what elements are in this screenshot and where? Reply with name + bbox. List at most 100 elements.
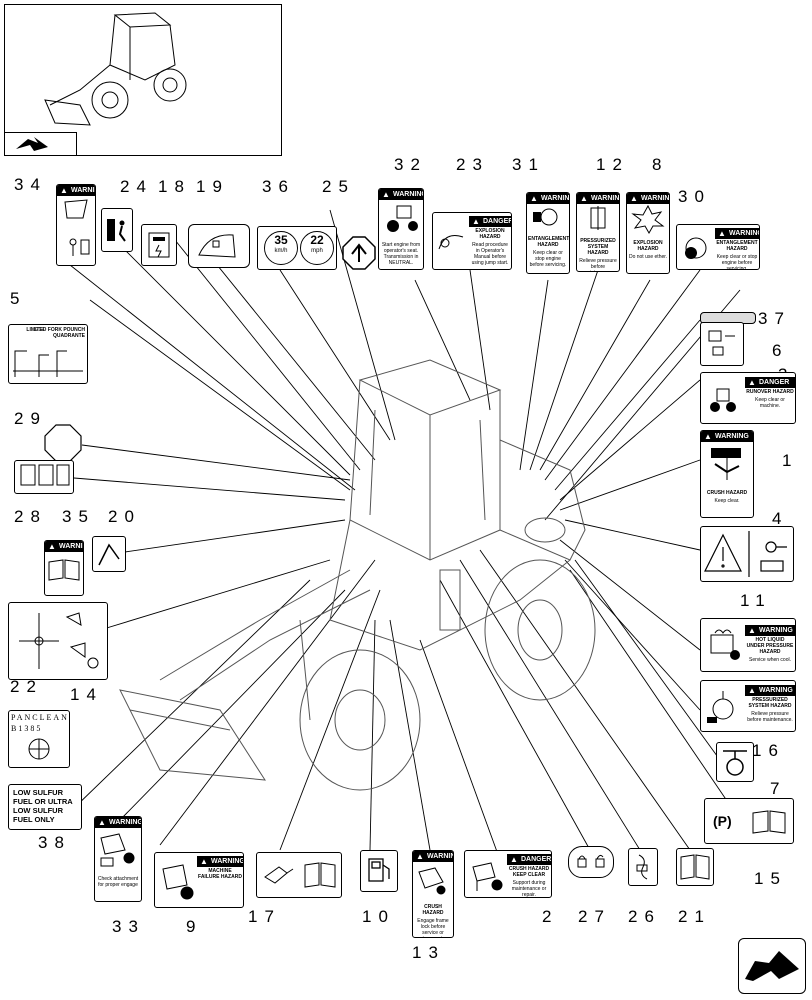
callout-19: 19 xyxy=(196,177,229,196)
decal-24 xyxy=(101,208,133,252)
decal-11-header: WARNING xyxy=(745,625,795,636)
decal-13-header: WARNING xyxy=(413,851,453,862)
decal-13-text: Engage frame lock before service or tran… xyxy=(417,918,449,937)
instruction-panel-icon xyxy=(20,464,70,486)
decal-8-hazard: EXPLOSION HAZARD xyxy=(633,240,663,252)
decal-20 xyxy=(92,536,126,572)
decal-34-header: WARNING xyxy=(57,185,95,196)
decal-32: WARNING Start engine from operator's sea… xyxy=(378,188,424,270)
decal-9: WARNING MACHINE FAILURE HAZARD xyxy=(154,852,244,908)
decal-33: WARNING Check attachment for proper enga… xyxy=(94,816,142,902)
callout-4: 4 xyxy=(772,509,789,528)
callout-12: 12 xyxy=(596,155,629,174)
decal-36: 35 km/h 22 mph xyxy=(257,226,337,270)
decal-8: WARNING EXPLOSION HAZARD Do not use ethe… xyxy=(626,192,670,274)
decal-3-text: Keep clear or machine. xyxy=(755,397,785,409)
emergency-exit-icon xyxy=(107,219,126,242)
callout-31: 31 xyxy=(512,155,545,174)
callout-33: 33 xyxy=(112,917,145,936)
decal-33-text: Check attachment for proper engage xyxy=(97,876,139,888)
decal-3-header: DANGER xyxy=(745,377,795,388)
callout-22: 22 xyxy=(10,677,43,696)
hose-connector-icon xyxy=(636,854,648,880)
book-icon xyxy=(680,854,710,880)
front-wheel xyxy=(299,649,421,791)
decal-1-hazard: CRUSH HAZARD xyxy=(706,490,748,496)
lift-arm xyxy=(159,569,351,681)
fan-clean-icon xyxy=(28,738,50,760)
attachment-engage-icon xyxy=(100,833,135,867)
callout-24: 24 xyxy=(120,177,153,196)
decal-32-header: WARNING xyxy=(379,189,423,200)
decal-23-header: DANGER xyxy=(469,216,511,227)
callout-20: 20 xyxy=(108,507,141,526)
decal-30-text: Keep clear or stop engine before servici… xyxy=(716,254,758,270)
entanglement-fan-icon xyxy=(533,208,558,226)
wheel-loader-drawing xyxy=(119,359,596,791)
decal-12-text: Relieve pressure before maintenance. xyxy=(579,258,617,271)
decal-23: DANGER EXPLOSION HAZARD Read procedure i… xyxy=(432,212,512,270)
callout-7: 7 xyxy=(770,779,787,798)
crushing-person-icon xyxy=(64,199,90,256)
callout-13: 13 xyxy=(412,943,445,962)
fuel-pump-icon xyxy=(368,858,390,882)
joystick-controls-icon xyxy=(19,612,99,669)
manual-reference-icon xyxy=(708,330,735,356)
lubrication-manual-icon xyxy=(264,862,336,888)
decal-35-header: WARNING xyxy=(45,541,83,552)
callout-30: 30 xyxy=(678,187,711,206)
decal-12-header: WARNING xyxy=(577,193,619,204)
callout-23: 23 xyxy=(456,155,489,174)
decal-2-hazard: CRUSH HAZARD KEEP CLEAR xyxy=(508,866,550,878)
callout-1: 1 xyxy=(782,451,799,470)
decal-31-hazard: ENTANGLEMENT HAZARD xyxy=(528,236,570,248)
decal-1: WARNING CRUSH HAZARD Keep clear. xyxy=(700,430,754,518)
decal-1-text: Keep clear. xyxy=(714,498,740,504)
callout-2: 2 xyxy=(542,907,559,926)
decal-16-hazard: PRESSURIZED SYSTEM HAZARD xyxy=(748,697,792,709)
thumbnail-tab[interactable] xyxy=(4,132,77,155)
decal-26 xyxy=(628,848,658,886)
belt-entanglement-icon xyxy=(685,237,707,259)
decal-11: WARNING HOT LIQUID UNDER PRESSURE HAZARD… xyxy=(700,618,796,672)
decal-33-header: WARNING xyxy=(95,817,141,828)
decal-8-text: Do not use ether. xyxy=(628,254,668,260)
bucket xyxy=(119,689,266,781)
next-page-button[interactable] xyxy=(738,938,806,994)
decal-6 xyxy=(700,322,744,366)
callout-38: 38 xyxy=(38,833,71,852)
lock-unlock-icon xyxy=(577,854,605,868)
decal-25 xyxy=(342,236,376,270)
decal-15: (P) xyxy=(704,798,794,844)
decal-16: WARNING PRESSURIZED SYSTEM HAZARD Reliev… xyxy=(700,680,796,732)
decal-3-hazard: RUNOVER HAZARD xyxy=(746,389,794,395)
decal-31-header: WARNING xyxy=(527,193,569,204)
decal-22: PANCLEAN B1385 xyxy=(8,710,70,768)
decal-19 xyxy=(188,224,250,268)
decal-23-hazard: EXPLOSION HAZARD xyxy=(475,228,505,240)
engine-hood xyxy=(499,439,586,561)
decal-14 xyxy=(8,602,108,680)
cab-roof xyxy=(358,359,502,416)
callout-10: 10 xyxy=(362,907,395,926)
speed-kmh-unit: km/h xyxy=(274,248,288,254)
decal-35: WARNING xyxy=(44,540,84,596)
callout-8: 8 xyxy=(652,155,669,174)
decal-16-text: Relieve pressure before maintenance. xyxy=(747,711,793,723)
decal-1-header: WARNING xyxy=(701,431,753,442)
decal-16-header: WARNING xyxy=(745,685,795,696)
callout-35: 35 xyxy=(62,507,95,526)
tie-down-hook-icon xyxy=(723,750,747,776)
decal-5-title: LIMITED FORK POUNCH QUADRANTE xyxy=(26,327,85,339)
mirror-adjust-icon xyxy=(198,234,236,258)
callout-25: 25 xyxy=(322,177,355,196)
decal-7 xyxy=(716,742,754,782)
decal-13-hazard: CRUSH HAZARD xyxy=(422,904,444,916)
callout-27: 27 xyxy=(578,907,611,926)
fuse-box-icon xyxy=(148,232,170,258)
pressurized-accumulator-icon xyxy=(707,691,734,723)
decal-23-text: Read procedure in Operator's Manual befo… xyxy=(471,242,509,266)
decal-10 xyxy=(360,850,398,892)
jump-start-icon xyxy=(438,235,464,250)
next-arrow-icon xyxy=(745,951,799,981)
